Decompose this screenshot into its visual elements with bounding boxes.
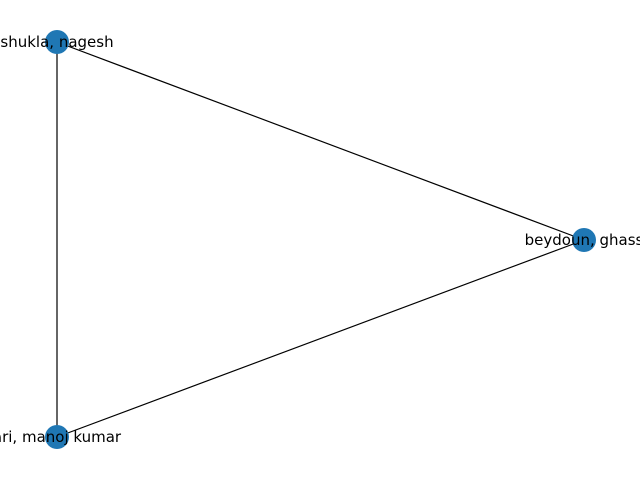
graph-node: shukla, nagesh xyxy=(0,30,114,54)
edge-layer xyxy=(56,41,585,438)
node-dot xyxy=(45,425,69,449)
edge-n1-n2 xyxy=(56,41,585,241)
node-label: shukla, nagesh xyxy=(0,33,113,51)
graph-node: ari, manoj kumar xyxy=(0,425,122,449)
graph-node: beydoun, ghass xyxy=(525,228,640,252)
node-dot xyxy=(572,228,596,252)
edge-n2-n3 xyxy=(56,239,585,438)
node-label: ari, manoj kumar xyxy=(0,428,122,446)
node-layer: shukla, nagesh beydoun, ghass ari, manoj k… xyxy=(0,30,640,449)
node-dot xyxy=(45,30,69,54)
node-label: beydoun, ghass xyxy=(525,231,640,249)
